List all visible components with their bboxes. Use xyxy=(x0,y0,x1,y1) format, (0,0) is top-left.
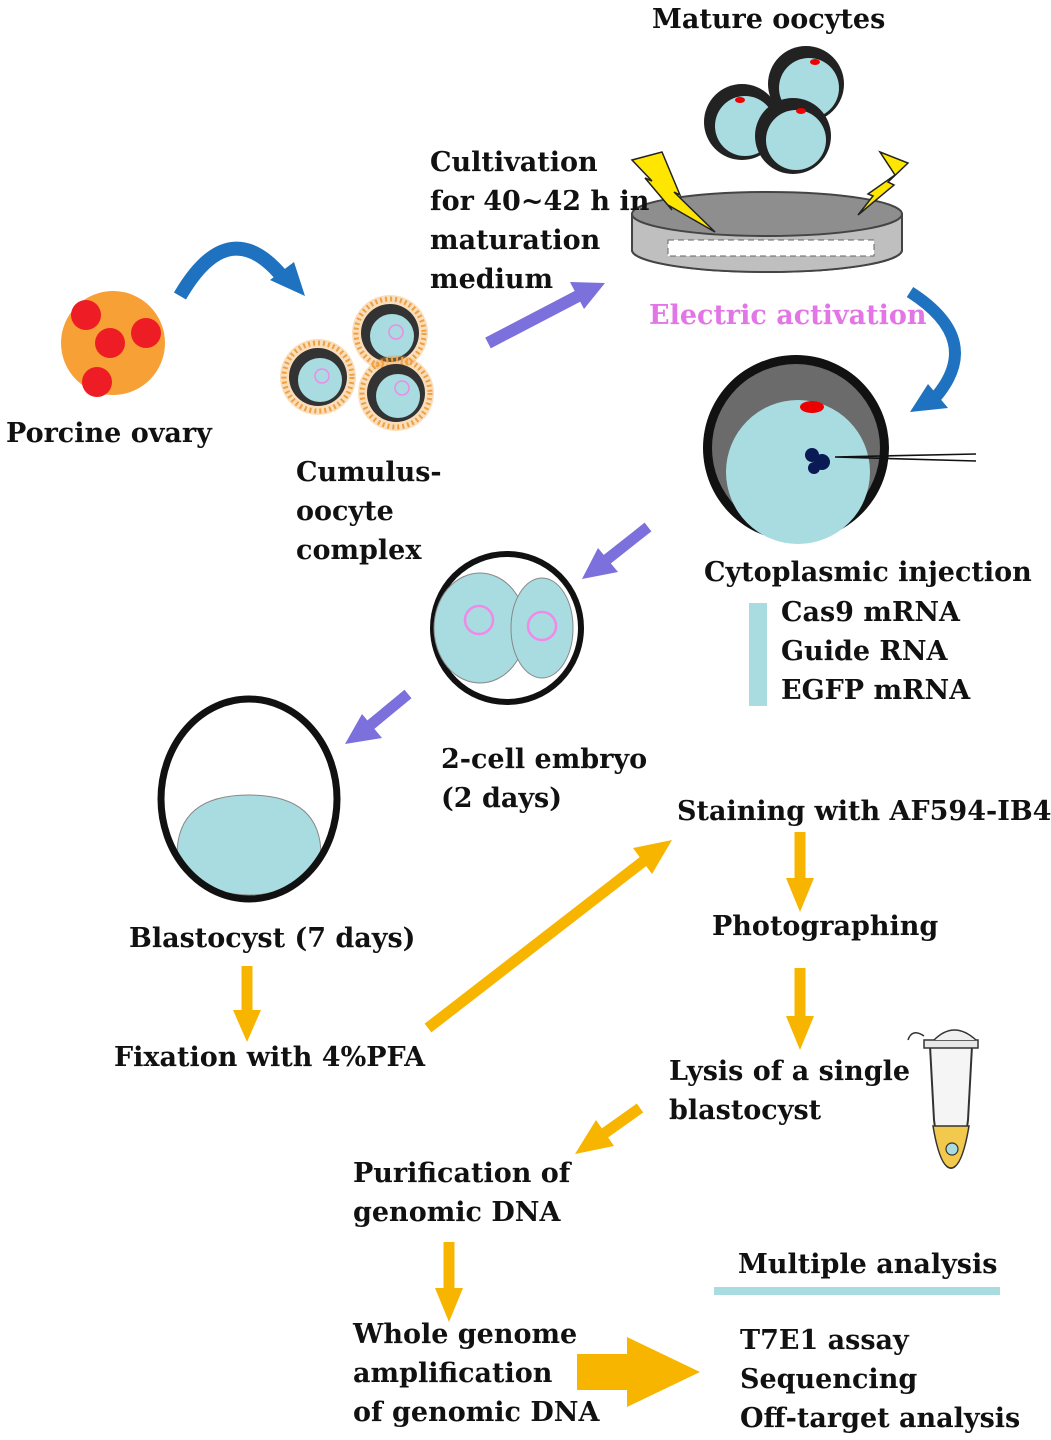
coc-label-line2: oocyte xyxy=(296,496,394,527)
cultivation-label-line3: maturation xyxy=(430,225,601,256)
off-target-analysis-label: Off-target analysis xyxy=(740,1403,1021,1434)
multiple-analysis-label: Multiple analysis xyxy=(738,1249,998,1280)
fixation-label: Fixation with 4%PFA xyxy=(114,1042,426,1073)
two-cell-embryo-icon xyxy=(430,551,584,705)
two-cell-embryo-label-line2: (2 days) xyxy=(441,783,562,814)
reagent-bracket xyxy=(749,603,767,706)
injection-oocyte-icon xyxy=(703,355,889,544)
coc-label-line3: complex xyxy=(296,535,422,566)
yellow-arrow-icon xyxy=(786,832,814,912)
two-cell-embryo-label-line1: 2-cell embryo xyxy=(441,744,648,775)
cas9-mrna-label: Cas9 mRNA xyxy=(781,597,961,628)
cultivation-label-line4: medium xyxy=(430,264,554,295)
photographing-label: Photographing xyxy=(712,911,939,942)
diagram-graphics xyxy=(61,46,1000,1407)
workflow-diagram: Mature oocytes Cultivation for 40~42 h i… xyxy=(6,4,1051,1434)
staining-label: Staining with AF594-IB4 xyxy=(677,796,1051,827)
wga-label-line3: of genomic DNA xyxy=(353,1397,600,1428)
purple-arrow-icon xyxy=(485,282,605,349)
electric-activation-label: Electric activation xyxy=(649,300,927,331)
cumulus-oocyte-complex-icon xyxy=(280,295,434,431)
curved-arrow-icon xyxy=(173,241,305,300)
blastocyst-label: Blastocyst (7 days) xyxy=(129,923,416,954)
cytoplasmic-injection-label: Cytoplasmic injection xyxy=(704,557,1032,588)
electric-activation-dish-icon xyxy=(630,150,910,273)
mature-oocytes-icon xyxy=(704,46,844,174)
blastocyst-icon xyxy=(157,695,341,903)
egfp-mrna-label: EGFP mRNA xyxy=(781,675,971,706)
lysis-label-line1: Lysis of a single xyxy=(669,1056,911,1087)
purple-arrow-icon xyxy=(582,522,652,579)
yellow-arrow-icon xyxy=(233,966,261,1042)
t7e1-assay-label: T7E1 assay xyxy=(740,1325,909,1356)
porcine-ovary-icon xyxy=(61,291,165,397)
purification-label-line2: genomic DNA xyxy=(353,1197,561,1228)
multiple-analysis-underline xyxy=(714,1287,1000,1295)
microcentrifuge-tube-icon xyxy=(907,1029,979,1170)
coc-label-line1: Cumulus- xyxy=(296,457,442,488)
cultivation-label-line1: Cultivation xyxy=(430,147,598,178)
big-yellow-arrow-icon xyxy=(577,1337,700,1407)
lysis-label-line2: blastocyst xyxy=(669,1095,822,1126)
porcine-ovary-label: Porcine ovary xyxy=(6,418,212,449)
curved-arrow-icon xyxy=(906,286,961,412)
yellow-arrow-icon xyxy=(786,968,814,1050)
injection-needle-icon xyxy=(834,453,977,462)
wga-label-line1: Whole genome xyxy=(353,1319,578,1350)
purification-label-line1: Purification of xyxy=(353,1158,571,1189)
purple-arrow-icon xyxy=(345,689,412,744)
yellow-arrow-icon xyxy=(424,840,672,1033)
yellow-arrow-icon xyxy=(435,1242,463,1322)
yellow-arrow-icon xyxy=(575,1103,644,1154)
cultivation-label-line2: for 40~42 h in xyxy=(430,186,650,217)
sequencing-label: Sequencing xyxy=(740,1364,918,1395)
wga-label-line2: amplification xyxy=(353,1358,553,1389)
guide-rna-label: Guide RNA xyxy=(781,636,948,667)
mature-oocytes-label: Mature oocytes xyxy=(652,4,886,35)
